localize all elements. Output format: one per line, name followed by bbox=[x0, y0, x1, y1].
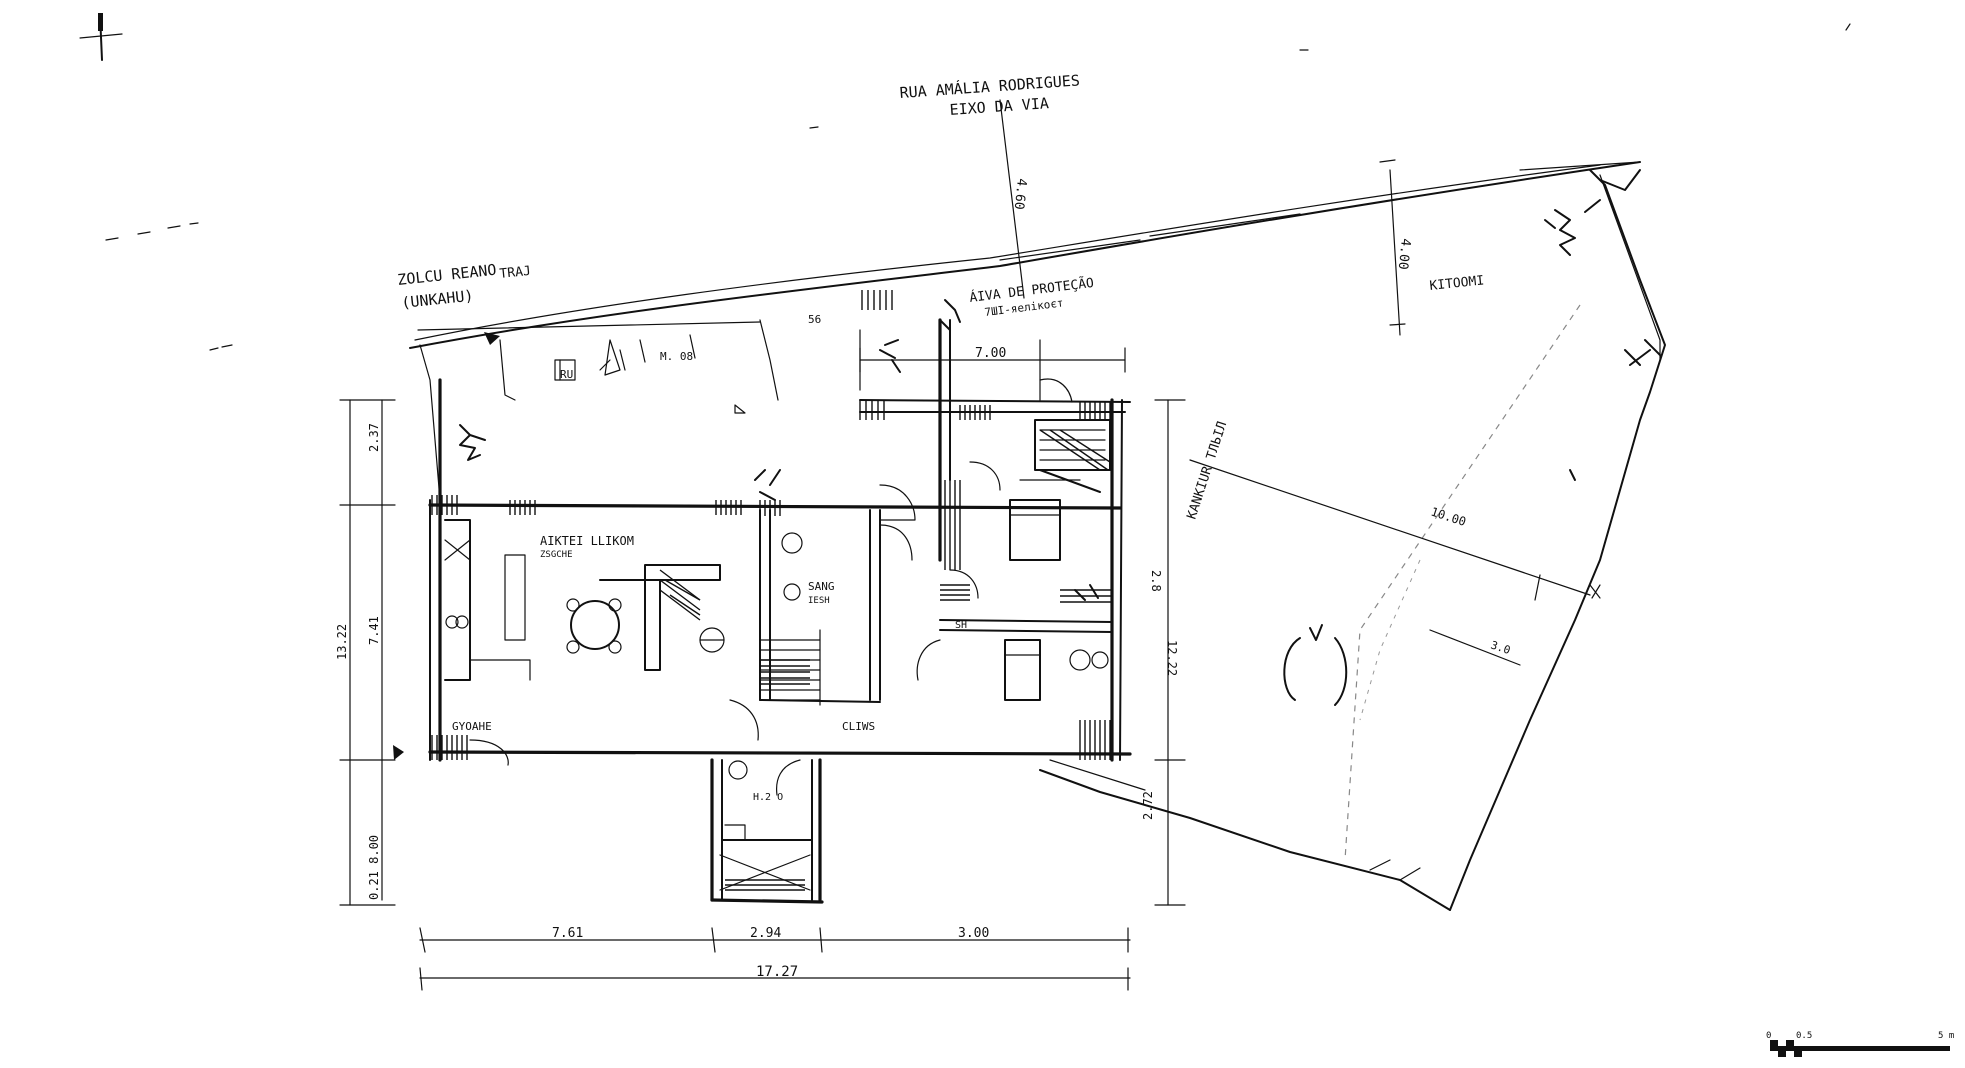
neighbor-right-label: KITOOMI bbox=[1429, 273, 1485, 294]
scale-bar: 0 0.5 5 m bbox=[1766, 1031, 1954, 1057]
column-mark bbox=[781, 532, 803, 554]
svg-text:2.94: 2.94 bbox=[750, 926, 781, 941]
scale-end: 5 m bbox=[1938, 1031, 1954, 1041]
svg-text:2.37: 2.37 bbox=[367, 423, 381, 452]
svg-text:7.41: 7.41 bbox=[367, 616, 381, 645]
wc-label: H.2 O bbox=[753, 792, 783, 803]
neighbor-left-label: ZOLCU REANO TRAJ (UNKAHU) bbox=[397, 261, 532, 312]
living-room-sub: ZSGCHE bbox=[540, 550, 573, 560]
terrace-sub: M. 08 bbox=[660, 350, 693, 363]
street-setback: 4.60 bbox=[1011, 178, 1029, 211]
interior-walls bbox=[599, 509, 1113, 703]
garden-dimension-line bbox=[1189, 159, 1591, 666]
svg-text:56: 56 bbox=[808, 313, 821, 326]
svg-text:TRAJ: TRAJ bbox=[499, 264, 532, 282]
sofa-icon bbox=[644, 564, 725, 671]
hatched-walls bbox=[431, 290, 1112, 760]
dimension-lines bbox=[339, 321, 1186, 991]
plant-cluster-icon bbox=[1544, 169, 1661, 366]
svg-text:0.21 8.00: 0.21 8.00 bbox=[367, 835, 381, 900]
svg-text:(UNKAHU): (UNKAHU) bbox=[401, 287, 475, 312]
door-swings bbox=[469, 339, 1073, 796]
sang-label: SANG bbox=[808, 580, 835, 593]
garden-label: KANKIUR ТЛЬІЛ bbox=[1185, 420, 1231, 521]
scale-half: 0.5 bbox=[1796, 1031, 1812, 1041]
staircase bbox=[759, 629, 821, 706]
svg-text:3.0: 3.0 bbox=[1489, 638, 1512, 657]
dimension-labels: 7.00 56 2.37 7.41 13.22 0.21 8.00 2.8 12… bbox=[335, 313, 1512, 980]
entrance-label: CLIWS bbox=[842, 720, 875, 733]
entry-marker-icon bbox=[484, 332, 500, 345]
garden-mark bbox=[1569, 469, 1576, 481]
svg-text:13.22: 13.22 bbox=[335, 624, 349, 660]
tree-icon bbox=[1283, 624, 1348, 706]
shrub-icons bbox=[459, 299, 1099, 601]
front-garden-fence bbox=[419, 319, 779, 501]
terrace-label: RU bbox=[560, 368, 573, 381]
svg-text:3.00: 3.00 bbox=[958, 926, 989, 941]
street-axis-label: EIXO DA VIA bbox=[949, 94, 1049, 119]
svg-text:12.22: 12.22 bbox=[1165, 640, 1179, 676]
street-label: RUA AMÁLIA RODRIGUES EIXO DA VIA 4.60 4.… bbox=[899, 70, 1485, 294]
svg-text:10.00: 10.00 bbox=[1429, 505, 1468, 529]
svg-text:17.27: 17.27 bbox=[756, 964, 798, 980]
svg-text:2.8: 2.8 bbox=[1149, 570, 1163, 592]
svg-text:7.00: 7.00 bbox=[975, 346, 1006, 361]
column-mark bbox=[783, 583, 801, 601]
svg-text:2.72: 2.72 bbox=[1141, 791, 1155, 820]
stair-right bbox=[1034, 419, 1111, 493]
site-boundary bbox=[1039, 169, 1666, 911]
sang-sub: IESH bbox=[808, 596, 830, 606]
garage-label: GYOAHE bbox=[452, 720, 492, 733]
annex-block bbox=[710, 758, 824, 904]
building-outline bbox=[428, 318, 1132, 762]
north-marker-icon bbox=[79, 13, 123, 61]
svg-text:7.61: 7.61 bbox=[552, 926, 583, 941]
entry-marker-icon bbox=[393, 745, 404, 760]
street-setback-right: 4.00 bbox=[1395, 238, 1413, 271]
garden-dashed-line bbox=[1344, 304, 1581, 861]
bath-label: SH bbox=[955, 620, 967, 631]
kitchen-counter bbox=[444, 519, 531, 681]
living-room-label: AIKTEI LLIKOM bbox=[540, 534, 634, 548]
protection-zone-label: ÁIVA DE PROTEÇÃO 7ШІ-яелікоєт bbox=[969, 275, 1095, 319]
street-leader bbox=[999, 99, 1025, 299]
dining-table-icon bbox=[566, 598, 622, 654]
scale-zero: 0 bbox=[1766, 1031, 1771, 1041]
garden-cross-mark bbox=[1589, 584, 1601, 599]
stray-marks bbox=[105, 23, 1851, 351]
svg-text:ZOLCU REANO: ZOLCU REANO bbox=[397, 261, 498, 289]
